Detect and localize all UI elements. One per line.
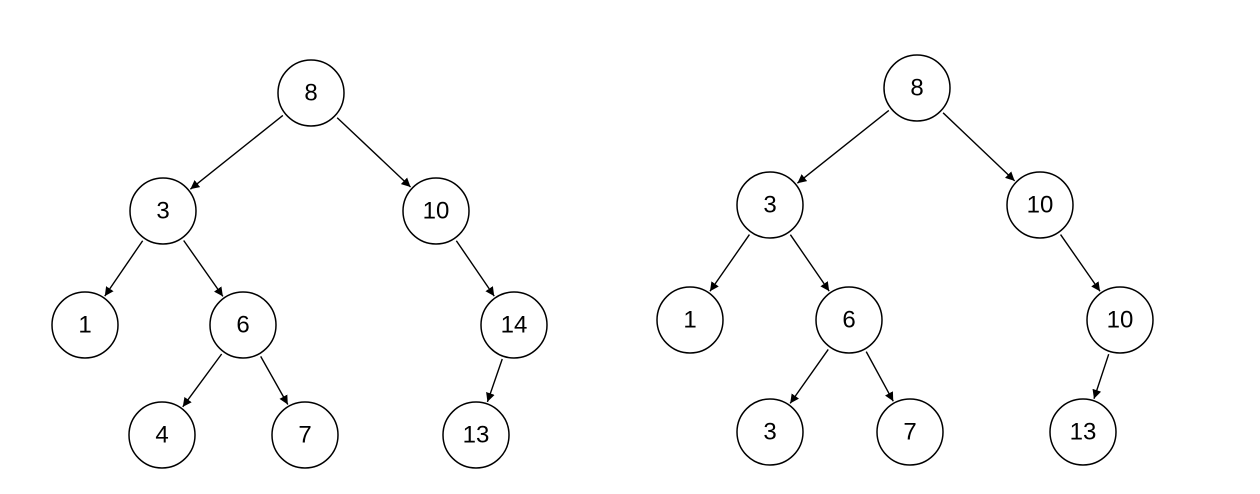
edge-arrow-6-to-7 [865,351,894,402]
edge-arrow-3-to-6 [183,240,224,297]
node-label: 10 [423,198,450,225]
node-circle [1006,171,1074,239]
node-circle [736,398,804,466]
node-circle [876,398,944,466]
edge-arrow-8-to-3 [189,114,284,190]
tree-node-6: 6 [209,291,277,359]
edge-arrow-6-to-7 [260,356,289,405]
tree-node-8: 8 [277,59,345,127]
node-circle [1049,398,1117,466]
edge-arrow-6-to-3 [789,349,829,404]
node-label: 13 [463,422,490,449]
tree-node-6: 6 [815,286,883,354]
node-label: 13 [1070,419,1097,446]
tree-node-13: 13 [1049,398,1117,466]
tree-node-13: 13 [442,401,510,469]
node-label: 8 [910,75,923,102]
node-circle [883,54,951,122]
edge-arrow-3-to-1 [104,240,144,297]
node-label: 10 [1027,192,1054,219]
node-label: 1 [78,312,91,339]
edge-arrow-10-to-14 [455,240,495,297]
node-circle [402,177,470,245]
node-label: 10 [1107,307,1134,334]
node-label: 6 [842,307,855,334]
node-label: 4 [155,422,168,449]
right-binary-tree: 8 3 10 1 6 10 3 7 13 [656,54,1154,466]
node-circle [51,291,119,359]
node-label: 3 [156,198,169,225]
edge-arrow-14-to-13 [486,358,503,403]
node-label: 14 [501,312,528,339]
edge-arrow-10-to-10 [1059,234,1101,292]
node-circle [271,401,339,469]
tree-node-10: 10 [1086,286,1154,354]
node-circle [128,401,196,469]
node-circle [1086,286,1154,354]
tree-node-4: 4 [128,401,196,469]
tree-node-1: 1 [51,291,119,359]
node-label: 7 [903,419,916,446]
node-label: 3 [763,192,776,219]
node-circle [480,291,548,359]
node-circle [209,291,277,359]
node-label: 6 [236,312,249,339]
edge-arrow-3-to-6 [789,234,830,292]
edge-arrow-6-to-4 [182,353,223,408]
tree-node-8: 8 [883,54,951,122]
edge-arrow-8-to-3 [796,109,890,184]
tree-node-3: 3 [129,177,197,245]
node-label: 3 [763,419,776,446]
tree-node-3: 3 [736,398,804,466]
node-circle [442,401,510,469]
edge-arrow-3-to-1 [709,234,751,292]
edge-arrow-8-to-10 [942,112,1016,182]
node-circle [736,171,804,239]
node-label: 8 [304,80,317,107]
tree-node-1: 1 [656,286,724,354]
node-circle [129,177,197,245]
tree-node-14: 14 [480,291,548,359]
node-label: 1 [683,307,696,334]
tree-node-3: 3 [736,171,804,239]
edge-arrow-10-to-13 [1092,353,1110,399]
tree-node-10: 10 [402,177,470,245]
node-circle [277,59,345,127]
node-circle [656,286,724,354]
left-binary-tree: 8 3 10 1 6 14 4 7 13 [51,59,548,469]
edge-arrow-8-to-10 [336,117,412,188]
tree-node-10: 10 [1006,171,1074,239]
tree-node-7: 7 [876,398,944,466]
tree-node-7: 7 [271,401,339,469]
node-label: 7 [298,422,311,449]
node-circle [815,286,883,354]
